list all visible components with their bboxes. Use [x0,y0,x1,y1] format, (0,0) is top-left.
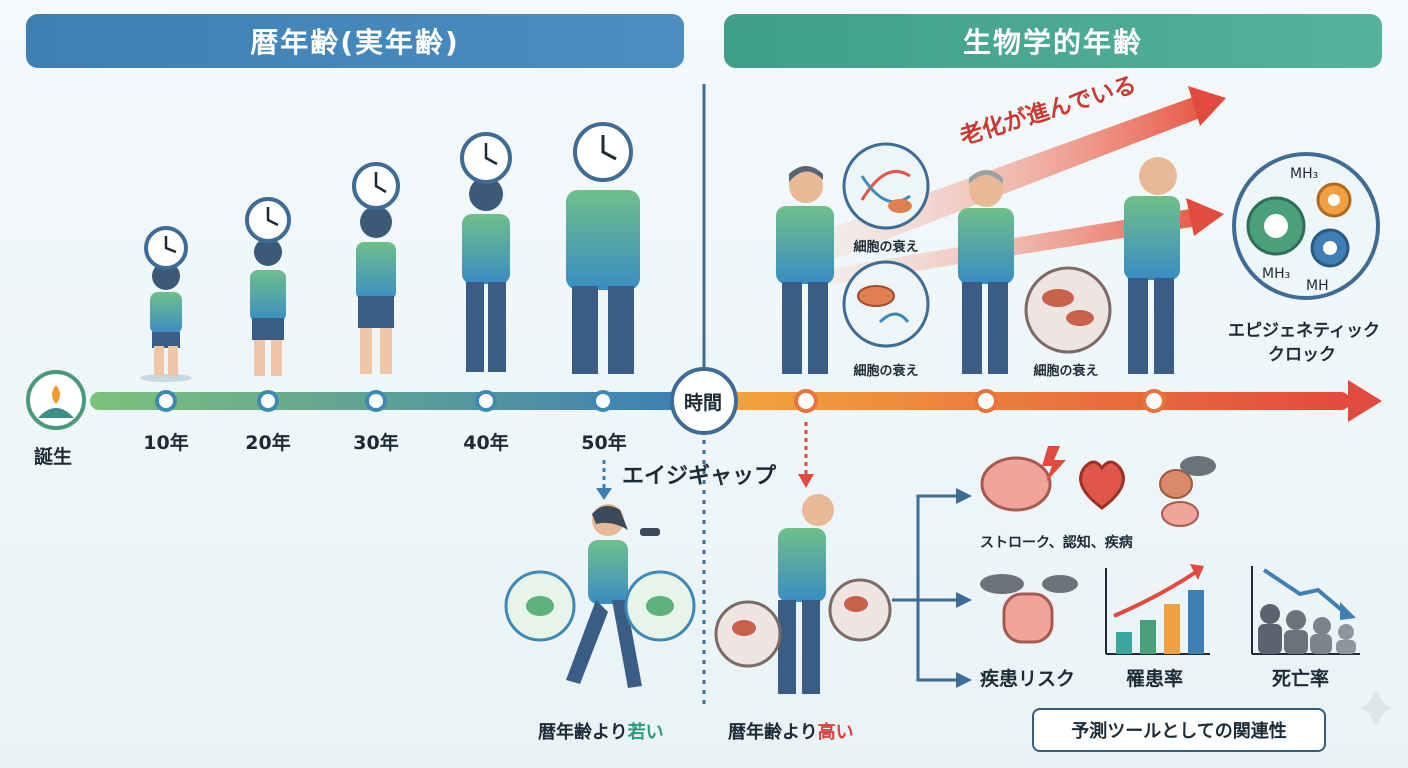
figure-age-50 [566,122,640,374]
mh3-label-1: MH₃ [1290,166,1319,182]
birth-icon [26,370,86,430]
digestive-organs-icon [1159,469,1199,527]
time-node [670,367,738,435]
figure-age-20 [245,197,291,376]
cell-decline-label-1: 細胞の衰え [853,240,919,255]
morbidity-chart-icon [1105,564,1210,655]
younger-prefix: 暦年齢より [538,722,628,743]
epigenetic-clock-label-1: エピジェネティック [1228,321,1380,341]
age-label-20: 20年 [245,432,291,454]
age-label-50: 50年 [581,432,627,454]
older-highlight: 高い [817,722,854,743]
aging-ray-upper [820,96,1200,262]
birth-label: 誕生 [34,446,73,468]
age-gap-label: エイジギャップ [622,464,777,489]
cell-decline-label-2: 細胞の衰え [853,364,919,379]
mh3-label-2: MH₃ [1262,266,1291,282]
diseases-label: ストローク、認知、疾病 [980,535,1133,551]
sparkle-icon [1360,688,1392,728]
heart-icon [1079,460,1125,510]
cell-bubble-aged [1024,266,1112,354]
outcome-branches [892,494,958,682]
epigenetic-clock-icon [1232,152,1380,300]
aging-arrowhead-upper [1188,86,1226,126]
older-label: 暦年齢より高い [728,718,854,744]
aged-person [714,494,892,694]
branch-arrowhead-top [956,488,972,504]
epigenetic-clock-label-2: クロック [1268,345,1336,365]
mh-label: MH [1306,278,1329,294]
age-label-10: 10年 [143,432,189,454]
aging-arrowhead-lower [1186,198,1224,236]
figure-age-40 [460,132,512,372]
timeline-arrowhead [1348,380,1382,422]
storm-cloud-icon [980,456,1216,594]
biological-age-banner: 生物学的年齢 [724,14,1382,68]
intestine-icon [1002,592,1054,644]
younger-label: 暦年齢より若い [538,718,664,744]
younger-highlight: 若い [627,722,664,743]
lightning-icon [1042,446,1066,482]
cell-bubble-dna [842,142,930,230]
cell-decline-label-3: 細胞の衰え [1033,364,1099,379]
cell-bubble-mito [842,260,930,348]
mortality-label: 死亡率 [1272,668,1330,690]
middle-aged-figure [958,170,1014,374]
chronological-age-banner: 暦年齢(実年齢) [26,14,684,68]
predictive-relevance-box: 予測ツールとしての関連性 [1032,708,1326,752]
young-exerciser [504,504,696,688]
branch-arrowhead-mid [956,592,972,608]
branch-arrowhead-bottom [956,672,972,688]
timeline-dots-left [155,390,614,412]
age-label-30: 30年 [353,432,399,454]
timeline-right [730,392,1350,410]
older-prefix: 暦年齢より [728,722,818,743]
adult-figure [776,166,834,374]
brain-icon [980,456,1052,512]
disease-risk-label: 疾患リスク [980,668,1076,690]
figure-age-30 [352,162,400,374]
mortality-chart-icon [1251,566,1360,655]
elderly-figure [1124,157,1180,374]
time-label: 時間 [684,392,723,414]
age-label-40: 40年 [463,432,509,454]
figure-age-10 [140,226,192,382]
morbidity-label: 罹患率 [1126,668,1184,690]
timeline-dots-right [794,389,1166,413]
